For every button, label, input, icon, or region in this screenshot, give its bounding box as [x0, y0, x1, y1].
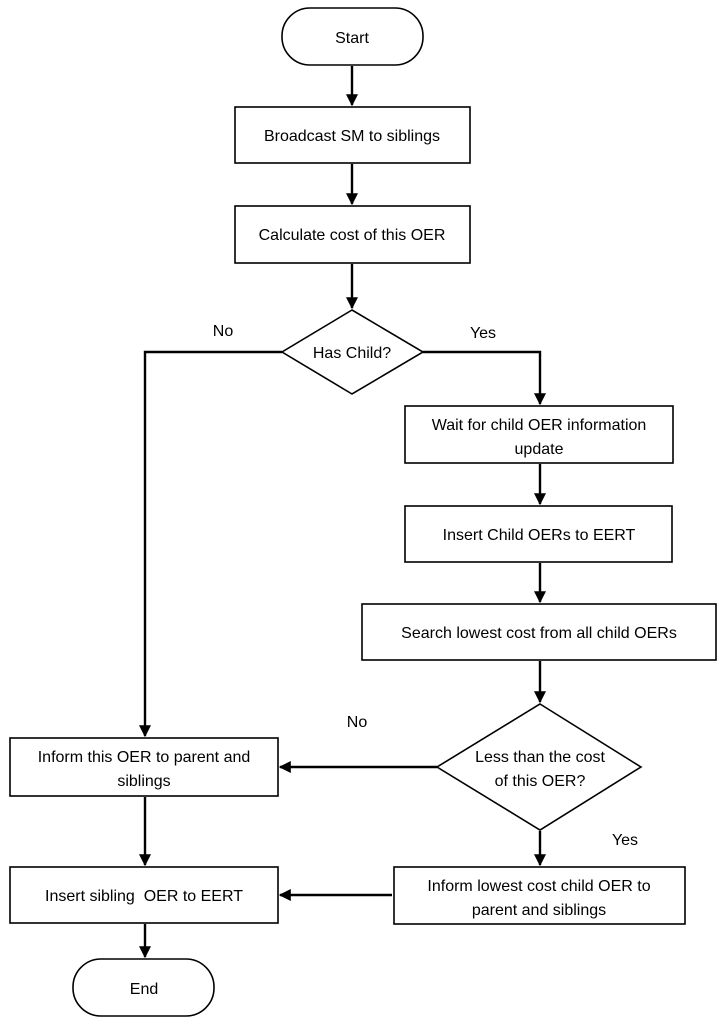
node-insert-child: Insert Child OERs to EERT — [404, 505, 673, 563]
node-inform-this: Inform this OER to parent and siblings — [9, 737, 279, 797]
node-insert-sibling-text: Insert sibling OER to EERT — [45, 888, 243, 905]
node-inform-lowest-text-line1: Inform lowest cost child OER to — [427, 878, 650, 895]
node-less-than-text-line1: Less than the cost — [475, 749, 605, 766]
node-inform-lowest-text-line2: parent and siblings — [472, 902, 606, 919]
node-less-than: Less than the cost of this OER? — [435, 703, 643, 831]
node-start-text: Start — [335, 30, 369, 47]
label-has-child-yes: Yes — [470, 325, 496, 342]
node-calculate-text: Calculate cost of this OER — [259, 227, 446, 244]
node-has-child: Has Child? — [280, 309, 425, 395]
node-calculate: Calculate cost of this OER — [234, 205, 471, 264]
node-end-text: End — [130, 981, 158, 998]
node-insert-child-text: Insert Child OERs to EERT — [443, 527, 636, 544]
edge-has-child-yes — [423, 350, 546, 406]
node-start: Start — [281, 7, 424, 66]
edge-has-child-no — [139, 350, 282, 738]
node-wait-text-line1: Wait for child OER information — [432, 417, 647, 434]
node-has-child-text: Has Child? — [313, 345, 391, 362]
node-broadcast-text: Broadcast SM to siblings — [264, 128, 440, 145]
node-broadcast: Broadcast SM to siblings — [234, 106, 471, 164]
node-wait: Wait for child OER information update — [404, 405, 674, 464]
node-search: Search lowest cost from all child OERs — [361, 603, 717, 661]
node-wait-text-line2: update — [515, 441, 564, 458]
label-less-than-no: No — [347, 714, 368, 731]
node-inform-lowest: Inform lowest cost child OER to parent a… — [393, 866, 686, 925]
node-inform-this-text-line2: siblings — [117, 773, 170, 790]
edges — [139, 66, 546, 959]
node-search-text: Search lowest cost from all child OERs — [401, 625, 677, 642]
node-inform-this-text-line1: Inform this OER to parent and — [38, 749, 251, 766]
node-less-than-text-line2: of this OER? — [495, 773, 586, 790]
node-insert-sibling: Insert sibling OER to EERT — [9, 866, 279, 924]
label-has-child-no: No — [213, 323, 234, 340]
node-end: End — [72, 958, 215, 1017]
label-less-than-yes: Yes — [612, 832, 638, 849]
